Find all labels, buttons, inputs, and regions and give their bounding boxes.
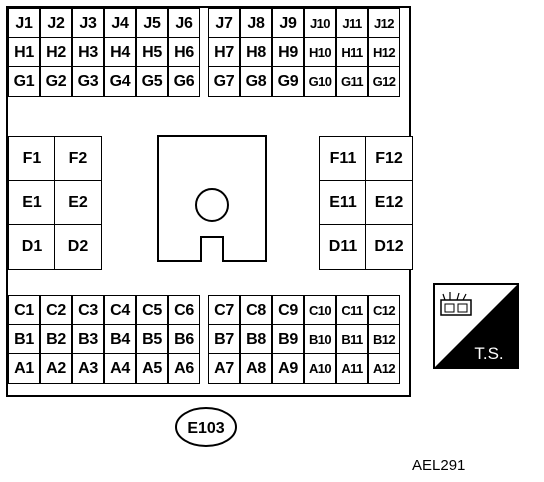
terminal-a1: A1 xyxy=(8,353,40,384)
terminal-a5: A5 xyxy=(136,353,168,384)
terminal-b3: B3 xyxy=(72,324,104,355)
terminal-g7: G7 xyxy=(208,66,240,97)
terminal-b6: B6 xyxy=(168,324,200,355)
terminal-h7: H7 xyxy=(208,37,240,68)
terminal-j2: J2 xyxy=(40,8,72,39)
terminal-h8: H8 xyxy=(240,37,272,68)
terminal-g6: G6 xyxy=(168,66,200,97)
terminal-c5: C5 xyxy=(136,295,168,326)
terminal-a2: A2 xyxy=(40,353,72,384)
terminal-a6: A6 xyxy=(168,353,200,384)
terminal-f12: F12 xyxy=(365,136,413,182)
terminal-c3: C3 xyxy=(72,295,104,326)
terminal-b4: B4 xyxy=(104,324,136,355)
relay-block-icon xyxy=(157,135,267,262)
diagram-code: AEL291 xyxy=(412,457,466,474)
terminal-h3: H3 xyxy=(72,37,104,68)
terminal-h10: H10 xyxy=(304,37,336,68)
terminal-g11: G11 xyxy=(336,66,368,97)
terminal-h1: H1 xyxy=(8,37,40,68)
terminal-c10: C10 xyxy=(304,295,336,326)
ts-badge-text: T.S. xyxy=(474,344,503,363)
terminal-j10: J10 xyxy=(304,8,336,39)
terminal-c2: C2 xyxy=(40,295,72,326)
terminal-d2: D2 xyxy=(54,224,102,270)
terminal-b2: B2 xyxy=(40,324,72,355)
terminal-j12: J12 xyxy=(368,8,400,39)
terminal-j8: J8 xyxy=(240,8,272,39)
connector-label: E103 xyxy=(175,407,237,447)
terminal-a4: A4 xyxy=(104,353,136,384)
terminal-f11: F11 xyxy=(319,136,367,182)
terminal-c7: C7 xyxy=(208,295,240,326)
terminal-b1: B1 xyxy=(8,324,40,355)
terminal-c9: C9 xyxy=(272,295,304,326)
terminal-h5: H5 xyxy=(136,37,168,68)
terminal-j7: J7 xyxy=(208,8,240,39)
terminal-j1: J1 xyxy=(8,8,40,39)
terminal-h6: H6 xyxy=(168,37,200,68)
terminal-g5: G5 xyxy=(136,66,168,97)
terminal-g4: G4 xyxy=(104,66,136,97)
terminal-g8: G8 xyxy=(240,66,272,97)
terminal-g10: G10 xyxy=(304,66,336,97)
terminal-e1: E1 xyxy=(8,180,56,226)
terminal-c6: C6 xyxy=(168,295,200,326)
terminal-a3: A3 xyxy=(72,353,104,384)
terminal-b8: B8 xyxy=(240,324,272,355)
connector-label-text: E103 xyxy=(187,420,224,437)
terminal-j9: J9 xyxy=(272,8,304,39)
terminal-b7: B7 xyxy=(208,324,240,355)
terminal-d12: D12 xyxy=(365,224,413,270)
terminal-d1: D1 xyxy=(8,224,56,270)
terminal-g1: G1 xyxy=(8,66,40,97)
terminal-c12: C12 xyxy=(368,295,400,326)
terminal-c4: C4 xyxy=(104,295,136,326)
terminal-g12: G12 xyxy=(368,66,400,97)
terminal-a7: A7 xyxy=(208,353,240,384)
terminal-h2: H2 xyxy=(40,37,72,68)
connector-icon xyxy=(440,292,472,316)
terminal-a8: A8 xyxy=(240,353,272,384)
terminal-h11: H11 xyxy=(336,37,368,68)
terminal-h9: H9 xyxy=(272,37,304,68)
terminal-h12: H12 xyxy=(368,37,400,68)
terminal-c8: C8 xyxy=(240,295,272,326)
terminal-c1: C1 xyxy=(8,295,40,326)
terminal-b10: B10 xyxy=(304,324,336,355)
terminal-e12: E12 xyxy=(365,180,413,226)
terminal-a9: A9 xyxy=(272,353,304,384)
ts-badge: T.S. xyxy=(433,283,519,369)
terminal-j5: J5 xyxy=(136,8,168,39)
terminal-f1: F1 xyxy=(8,136,56,182)
terminal-b9: B9 xyxy=(272,324,304,355)
terminal-a10: A10 xyxy=(304,353,336,384)
terminal-g3: G3 xyxy=(72,66,104,97)
terminal-j11: J11 xyxy=(336,8,368,39)
terminal-g2: G2 xyxy=(40,66,72,97)
terminal-b12: B12 xyxy=(368,324,400,355)
terminal-a11: A11 xyxy=(336,353,368,384)
terminal-e11: E11 xyxy=(319,180,367,226)
terminal-g9: G9 xyxy=(272,66,304,97)
terminal-a12: A12 xyxy=(368,353,400,384)
terminal-d11: D11 xyxy=(319,224,367,270)
terminal-f2: F2 xyxy=(54,136,102,182)
terminal-j6: J6 xyxy=(168,8,200,39)
terminal-b5: B5 xyxy=(136,324,168,355)
terminal-j3: J3 xyxy=(72,8,104,39)
terminal-c11: C11 xyxy=(336,295,368,326)
terminal-b11: B11 xyxy=(336,324,368,355)
terminal-j4: J4 xyxy=(104,8,136,39)
terminal-e2: E2 xyxy=(54,180,102,226)
terminal-h4: H4 xyxy=(104,37,136,68)
